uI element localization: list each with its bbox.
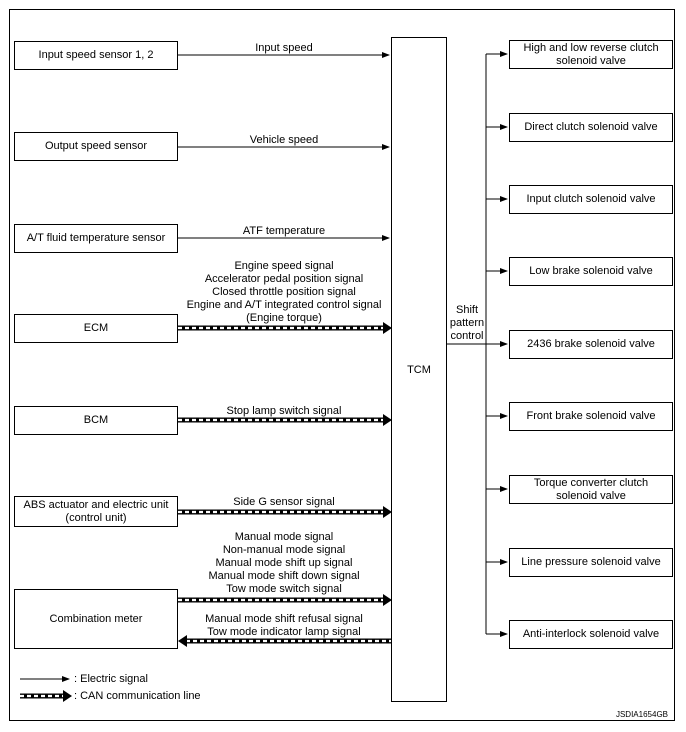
shift-pattern-control-label: Shift pattern control bbox=[448, 304, 486, 343]
output-label-line: solenoid valve bbox=[556, 489, 626, 502]
fluid-temp-sensor-label: A/T fluid temperature sensor bbox=[26, 232, 166, 244]
output-box-hlr-clutch: High and low reverse clutch solenoid val… bbox=[509, 40, 673, 69]
signal-input-speed: Input speed bbox=[255, 42, 313, 54]
output-speed-sensor-label: Output speed sensor bbox=[44, 140, 148, 152]
output-label-line: High and low reverse clutch bbox=[523, 41, 659, 54]
input-speed-sensor-label: Input speed sensor 1, 2 bbox=[38, 49, 154, 61]
signal-meter-out-line: Tow mode indicator lamp signal bbox=[207, 626, 361, 638]
tcm-label: TCM bbox=[407, 363, 431, 376]
signal-ecm-line: Closed throttle position signal bbox=[212, 286, 356, 298]
signal-stop-lamp: Stop lamp switch signal bbox=[226, 405, 342, 417]
can-line-meter-in bbox=[178, 594, 392, 606]
can-line-bcm bbox=[178, 414, 392, 426]
legend-can-arrow bbox=[20, 690, 72, 702]
signal-meter-in-line: Manual mode signal bbox=[234, 531, 334, 543]
output-speed-sensor-box: Output speed sensor bbox=[14, 132, 178, 161]
signal-meter-in: Manual mode signal Non-manual mode signa… bbox=[178, 531, 390, 596]
output-box-low-brake: Low brake solenoid valve bbox=[509, 257, 673, 286]
abs-unit-box: ABS actuator and electric unit (control … bbox=[14, 496, 178, 527]
output-box-direct-clutch: Direct clutch solenoid valve bbox=[509, 113, 673, 142]
output-label-line: Anti-interlock solenoid valve bbox=[522, 628, 660, 640]
output-box-tcc: Torque converter clutch solenoid valve bbox=[509, 475, 673, 504]
output-label-line: Torque converter clutch bbox=[533, 476, 649, 489]
output-box-line-pressure: Line pressure solenoid valve bbox=[509, 548, 673, 577]
signal-ecm-line: Engine and A/T integrated control signal bbox=[186, 299, 382, 311]
bcm-box: BCM bbox=[14, 406, 178, 435]
output-label-line: 2436 brake solenoid valve bbox=[527, 338, 655, 350]
ecm-box: ECM bbox=[14, 314, 178, 343]
signal-ecm-line: Engine speed signal bbox=[234, 260, 334, 272]
output-label-line: Front brake solenoid valve bbox=[526, 410, 656, 422]
signal-meter-in-line: Tow mode switch signal bbox=[226, 583, 342, 595]
combination-meter-box: Combination meter bbox=[14, 589, 178, 649]
signal-meter-out-line: Manual mode shift refusal signal bbox=[205, 613, 363, 625]
bcm-label: BCM bbox=[83, 414, 109, 426]
abs-label-line2: (control unit) bbox=[65, 511, 127, 524]
output-box-2436-brake: 2436 brake solenoid valve bbox=[509, 330, 673, 359]
output-label-line: Line pressure solenoid valve bbox=[521, 556, 661, 568]
shift-label-line: control bbox=[450, 330, 484, 342]
legend-electric-label: : Electric signal bbox=[74, 673, 148, 685]
fluid-temp-sensor-box: A/T fluid temperature sensor bbox=[14, 224, 178, 253]
combination-meter-label: Combination meter bbox=[49, 612, 143, 625]
signal-atf-temperature: ATF temperature bbox=[242, 225, 326, 237]
can-line-ecm bbox=[178, 322, 392, 334]
diagram-frame bbox=[9, 9, 675, 721]
signal-ecm-line: (Engine torque) bbox=[246, 312, 322, 324]
shift-label-line: pattern bbox=[449, 317, 485, 329]
signal-meter-in-line: Non-manual mode signal bbox=[222, 544, 346, 556]
abs-label-line1: ABS actuator and electric unit bbox=[23, 498, 169, 511]
signal-meter-in-line: Manual mode shift down signal bbox=[208, 570, 360, 582]
signal-ecm: Engine speed signal Accelerator pedal po… bbox=[178, 260, 390, 325]
ecm-label: ECM bbox=[83, 322, 109, 334]
output-label-line: Input clutch solenoid valve bbox=[526, 193, 656, 205]
output-label-line: solenoid valve bbox=[556, 54, 626, 67]
output-box-front-brake: Front brake solenoid valve bbox=[509, 402, 673, 431]
can-line-abs bbox=[178, 506, 392, 518]
output-label-line: Direct clutch solenoid valve bbox=[524, 121, 658, 133]
signal-meter-in-line: Manual mode shift up signal bbox=[215, 557, 353, 569]
output-box-input-clutch: Input clutch solenoid valve bbox=[509, 185, 673, 214]
figure-code: JSDIA1654GB bbox=[615, 710, 668, 719]
signal-ecm-line: Accelerator pedal position signal bbox=[204, 273, 364, 285]
signal-vehicle-speed: Vehicle speed bbox=[249, 134, 319, 146]
legend-can-label: : CAN communication line bbox=[74, 690, 201, 702]
output-label-line: Low brake solenoid valve bbox=[529, 265, 653, 277]
tcm-box: TCM bbox=[391, 37, 447, 702]
signal-side-g: Side G sensor signal bbox=[233, 496, 335, 508]
shift-label-line: Shift bbox=[455, 304, 478, 316]
can-line-meter-out bbox=[178, 635, 391, 647]
output-box-anti-interlock: Anti-interlock solenoid valve bbox=[509, 620, 673, 649]
input-speed-sensor-box: Input speed sensor 1, 2 bbox=[14, 41, 178, 70]
signal-meter-out: Manual mode shift refusal signal Tow mod… bbox=[178, 613, 390, 639]
